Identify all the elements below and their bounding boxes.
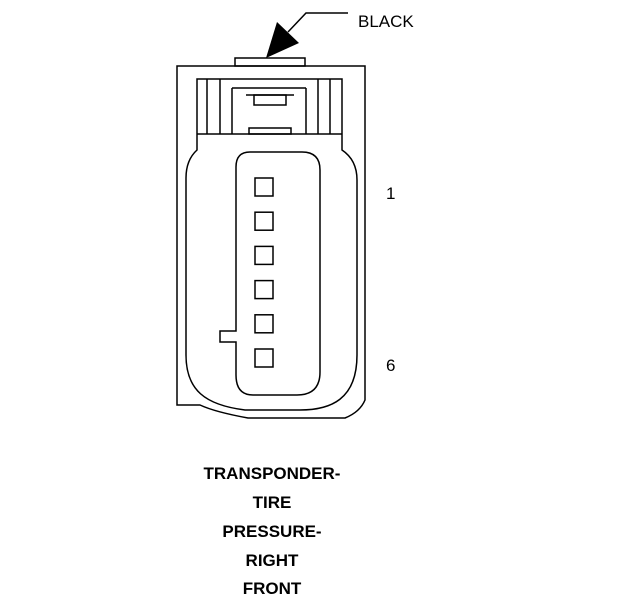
pin-3	[254, 245, 274, 266]
pin-2	[254, 211, 274, 231]
callout-arrowhead	[266, 22, 299, 58]
latch-lip	[248, 127, 292, 135]
connector-name: TRANSPONDER- TIRE PRESSURE- RIGHT FRONT	[204, 464, 341, 598]
name-line-4: RIGHT	[246, 551, 300, 570]
connector-body	[176, 57, 366, 419]
callout-leader-line	[287, 12, 348, 33]
color-callout	[266, 12, 348, 58]
pin-label-last: 6	[386, 356, 395, 375]
name-line-3: PRESSURE-	[222, 522, 321, 541]
name-line-1: TRANSPONDER-	[204, 464, 341, 483]
pin-5	[254, 314, 274, 334]
outer-housing	[176, 65, 366, 419]
latch-inner-rect	[253, 94, 287, 106]
name-line-5: FRONT	[243, 579, 302, 598]
pin-cavity	[219, 151, 321, 396]
pin-6	[254, 348, 274, 368]
pin-label-first: 1	[386, 184, 395, 203]
pin-4	[254, 279, 274, 300]
color-label: BLACK	[358, 12, 414, 31]
pin-1	[254, 177, 274, 197]
inner-housing	[185, 78, 358, 411]
pin-group	[254, 177, 274, 368]
name-line-2: TIRE	[253, 493, 292, 512]
latch-tab	[234, 57, 306, 67]
